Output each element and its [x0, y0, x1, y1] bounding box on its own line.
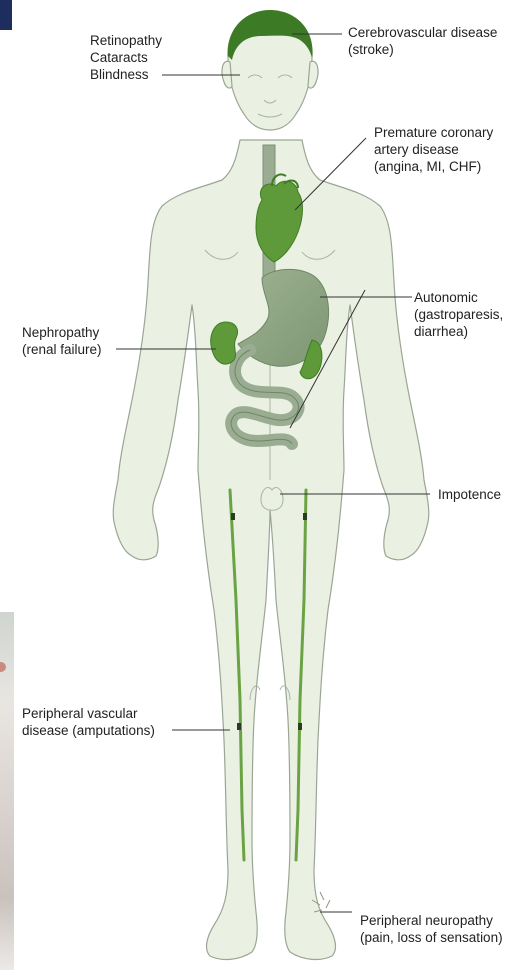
label-autonomic: Autonomic (gastroparesis, diarrhea) — [414, 289, 503, 340]
label-impotence: Impotence — [438, 486, 501, 503]
label-stroke: Cerebrovascular disease (stroke) — [348, 24, 497, 58]
label-neuropathy: Peripheral neuropathy (pain, loss of sen… — [360, 912, 503, 946]
label-heart: Premature coronary artery disease (angin… — [374, 124, 493, 175]
label-kidney: Nephropathy (renal failure) — [22, 324, 102, 358]
label-vascular: Peripheral vascular disease (amputations… — [22, 705, 155, 739]
label-eyes: Retinopathy Cataracts Blindness — [90, 32, 162, 83]
kidney-left — [211, 322, 238, 364]
